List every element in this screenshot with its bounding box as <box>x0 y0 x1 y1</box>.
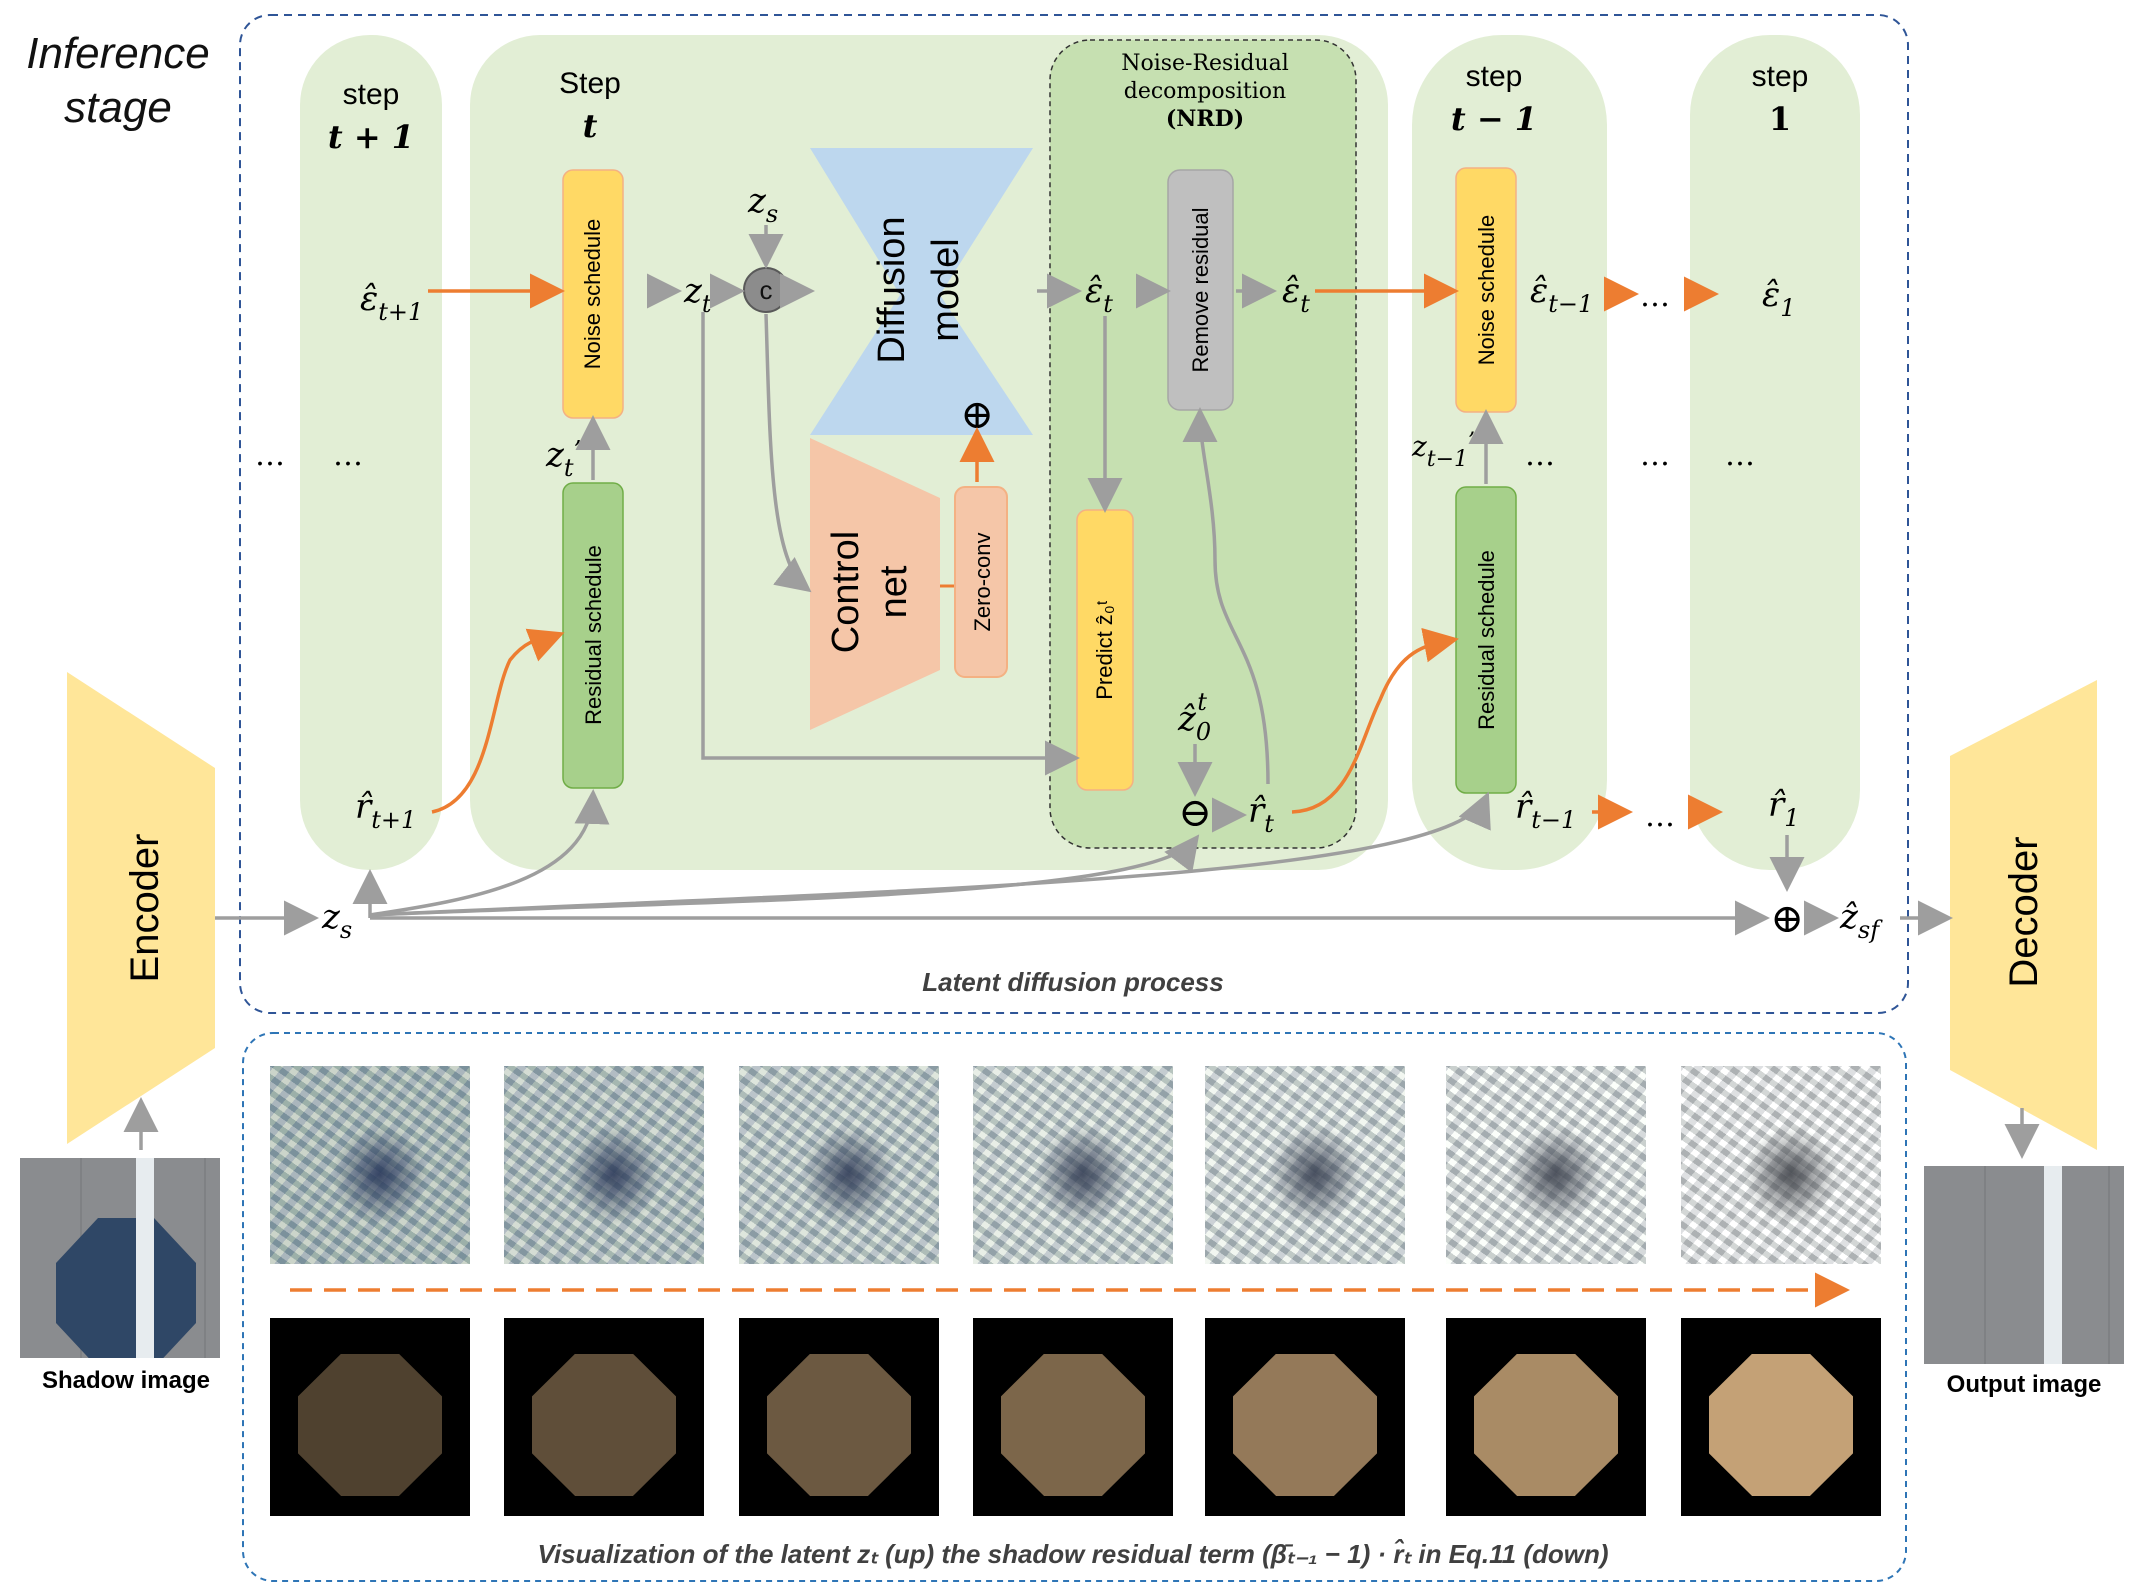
remove-residual-label: Remove residual <box>1188 207 1213 372</box>
latent-diffusion-frame <box>239 14 1909 1014</box>
residual-octagon <box>1709 1353 1853 1497</box>
symbol-z0t: ẑ0t <box>1177 688 1211 746</box>
residual-octagon <box>1001 1353 1145 1497</box>
symbol-z-t: zt <box>683 271 712 318</box>
minus-node: ⊖ <box>1178 790 1212 836</box>
control-net-label-line1: Control <box>825 531 867 654</box>
residual-visualization-tile <box>504 1318 704 1516</box>
latent-visualization-tile <box>270 1066 470 1264</box>
visualization-frame <box>242 1032 1907 1582</box>
latent-visualization-tile <box>739 1066 939 1264</box>
stage-title-line2: stage <box>64 83 172 132</box>
residual-octagon <box>298 1353 442 1497</box>
nrd-title-line1: Noise-Residual <box>1121 51 1289 76</box>
residual-octagon <box>1233 1353 1377 1497</box>
zero-conv-label: Zero-conv <box>970 532 995 631</box>
shadow-region <box>56 1218 196 1358</box>
decoder-block <box>1950 680 2097 1150</box>
decoder-label: Decoder <box>2002 836 2046 987</box>
predict-z0-label: Predict ẑ₀ᵗ <box>1092 600 1117 700</box>
control-net-block <box>810 438 940 730</box>
ellipsis-6: … <box>1640 279 1670 314</box>
stage-title-line1: Inference <box>26 29 209 78</box>
road-marking <box>136 1158 154 1358</box>
diffusion-model-label-line1: Diffusion <box>871 216 913 363</box>
latent-diffusion-label: Latent diffusion process <box>922 967 1223 997</box>
symbol-eps-1: ε̂1 <box>1762 275 1796 322</box>
output-image-label: Output image <box>1947 1371 2102 1398</box>
zero-conv-block <box>954 486 1008 678</box>
symbol-r-1: r̂1 <box>1768 785 1800 832</box>
residual-visualization-tile <box>270 1318 470 1516</box>
residual-visualization-tile <box>1205 1318 1405 1516</box>
symbol-eps-t-minus-1: ε̂t−1 <box>1530 271 1593 318</box>
residual-octagon <box>767 1353 911 1497</box>
step-label-t-minus-1: step <box>1466 60 1523 93</box>
noise-schedule-label: Noise schedule <box>580 219 605 369</box>
ellipsis-1: … <box>255 438 285 473</box>
step-column-t-plus-1 <box>300 35 442 870</box>
ellipsis-7: … <box>1645 799 1675 834</box>
diffusion-model-label-line2: model <box>925 238 967 342</box>
residual-visualization-tile <box>973 1318 1173 1516</box>
ellipsis-5: … <box>1725 438 1755 473</box>
symbol-eps-t-diffusion: ε̂t <box>1085 271 1113 318</box>
arrow-zs-to-residual <box>369 789 610 917</box>
control-net-label-line2: net <box>873 565 915 618</box>
latent-visualization-tile <box>973 1066 1173 1264</box>
symbol-r-t-plus-1: r̂t+1 <box>355 787 416 834</box>
encoder-block <box>67 672 215 1144</box>
ellipsis-2: … <box>333 438 363 473</box>
latent-visualization-tile <box>504 1066 704 1264</box>
residual-octagon <box>532 1353 676 1497</box>
noise-schedule-label-t-minus-1: Noise schedule <box>1474 215 1499 365</box>
latent-visualization-tile <box>1446 1066 1646 1264</box>
output-image <box>1924 1166 2124 1364</box>
residual-visualization-tile <box>1446 1318 1646 1516</box>
step-index-t-plus-1: t + 1 <box>328 118 414 156</box>
step-label-t-plus-1: step <box>343 78 400 111</box>
residual-octagon <box>1474 1353 1618 1497</box>
symbol-z-sf: ẑsf <box>1839 897 1883 944</box>
residual-visualization-tile <box>739 1318 939 1516</box>
concat-label: c <box>760 275 773 305</box>
diffusion-model-block <box>810 148 1033 435</box>
step-index-1: 1 <box>1769 100 1791 138</box>
visualization-caption: Visualization of the latent zₜ (up) the … <box>537 1538 1608 1569</box>
arrow-rt-to-remove <box>1182 407 1270 785</box>
arrow-zs-to-residual-t-minus-1 <box>369 791 1491 917</box>
ellipsis-3: … <box>1525 438 1555 473</box>
arrow-rt-to-residual-t-minus-1 <box>1291 627 1459 814</box>
step-index-t-minus-1: t − 1 <box>1451 100 1537 138</box>
step-column-1 <box>1690 35 1860 870</box>
arrow-rt1-to-residual <box>431 628 565 814</box>
symbol-eps-t-plus-1: ε̂t+1 <box>360 279 423 326</box>
residual-visualization-tile <box>1681 1318 1881 1516</box>
shadow-image-label: Shadow image <box>42 1367 210 1394</box>
latent-visualization-tile <box>1205 1066 1405 1264</box>
road-marking-output <box>2044 1166 2062 1364</box>
symbol-r-t: r̂t <box>1248 791 1274 838</box>
residual-schedule-label-t-minus-1: Residual schedule <box>1474 550 1499 730</box>
latent-visualization-tile <box>1681 1066 1881 1264</box>
symbol-z-s-top: zs <box>747 181 778 228</box>
nrd-title-line2: decomposition <box>1124 79 1286 104</box>
arrow-concat-to-controlnet <box>764 313 812 593</box>
symbol-z-s: zs <box>321 897 352 944</box>
plus-node-zero-conv: ⊕ <box>960 392 994 438</box>
symbol-z-t-prime: zt’ <box>545 435 581 482</box>
step-index-t: t <box>583 107 598 145</box>
step-label-t: Step <box>559 67 621 100</box>
step-label-1: step <box>1752 60 1809 93</box>
ellipsis-4: … <box>1640 438 1670 473</box>
residual-schedule-label: Residual schedule <box>581 545 606 725</box>
nrd-abbr: (NRD) <box>1166 106 1244 132</box>
encoder-label: Encoder <box>123 834 167 983</box>
plus-node-final: ⊕ <box>1770 896 1804 942</box>
arrow-zt-to-predict <box>701 312 1080 776</box>
symbol-r-t-minus-1: r̂t−1 <box>1515 787 1576 834</box>
shadow-image <box>20 1158 220 1358</box>
symbol-eps-t-output: ε̂t <box>1282 271 1310 318</box>
